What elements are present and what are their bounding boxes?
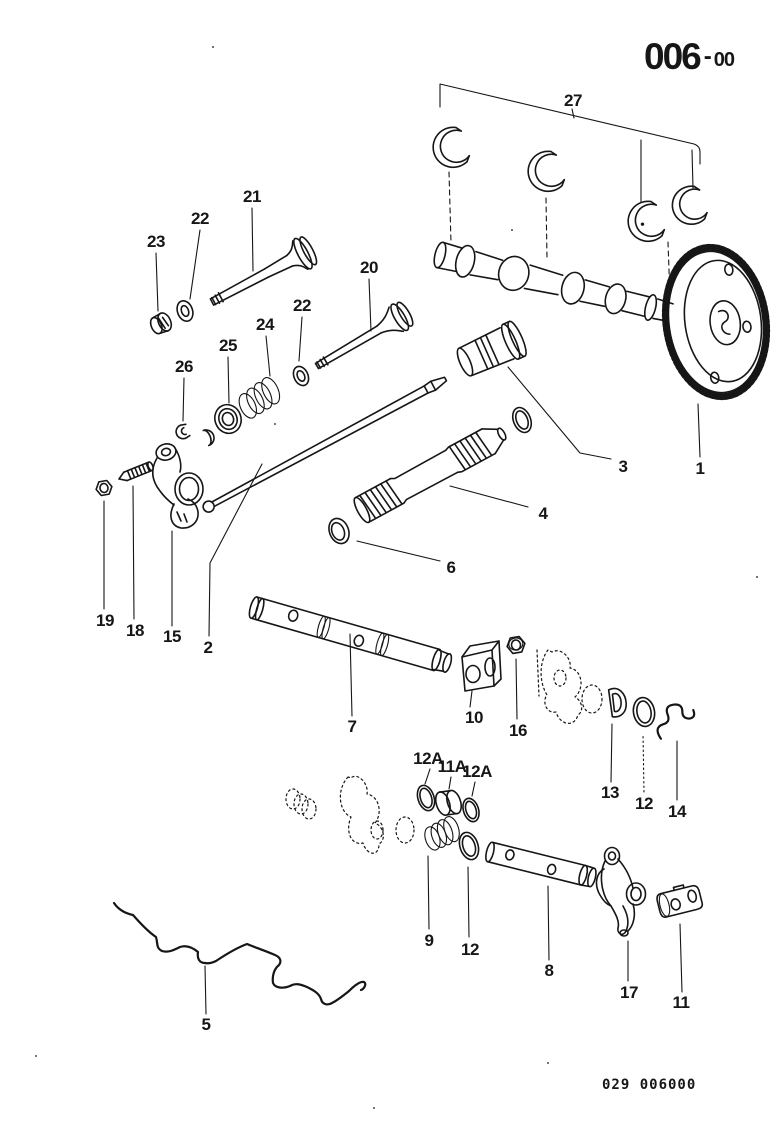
phantom-parts-left xyxy=(285,775,415,854)
part-label-9: 9 xyxy=(425,931,434,950)
gasket-5 xyxy=(112,901,367,1006)
part-label-19: 19 xyxy=(96,611,114,630)
part-label-14: 14 xyxy=(668,802,687,821)
shaft-8 xyxy=(485,841,597,888)
valve-spring-24 xyxy=(238,377,281,419)
part-label-11A: 11A xyxy=(438,757,467,776)
part-label-7: 7 xyxy=(348,717,357,736)
bearing-shell xyxy=(432,126,471,169)
part-label-18: 18 xyxy=(126,621,144,640)
part-label-12A: 12A xyxy=(413,749,443,768)
bearing-shell xyxy=(671,185,708,226)
part-label-22: 22 xyxy=(191,209,209,228)
valve-keeper-half xyxy=(202,429,215,447)
valve-cap-23 xyxy=(149,312,173,335)
part-label-23: 23 xyxy=(147,232,165,251)
part-label-13: 13 xyxy=(601,783,619,802)
rocker-shaft-7 xyxy=(248,596,453,673)
part-label-1: 1 xyxy=(696,459,705,478)
leader-lines xyxy=(103,207,701,1015)
spacer-11a xyxy=(434,789,463,816)
camshaft xyxy=(433,241,674,323)
part-label-4: 4 xyxy=(539,504,549,523)
valve-keeper-26 xyxy=(175,423,191,440)
mounting-block-11 xyxy=(656,884,704,918)
rocker-arm-15 xyxy=(151,443,204,529)
bearing-block-10 xyxy=(461,640,502,692)
part-label-24: 24 xyxy=(256,315,275,334)
rocker-arm-17 xyxy=(595,846,647,937)
part-label-12: 12 xyxy=(635,794,653,813)
group-separator: - xyxy=(703,42,712,70)
snap-ring-12a-first xyxy=(416,784,436,812)
o-ring-12-right xyxy=(632,696,656,728)
fiche-code: 029 006000 xyxy=(602,1077,697,1093)
page-title: 006 - 00 xyxy=(644,38,770,75)
camshaft-gear-1 xyxy=(661,243,771,401)
part-label-25: 25 xyxy=(219,336,237,355)
tappet-4 xyxy=(353,427,507,524)
part-label-2: 2 xyxy=(204,638,213,657)
bearing-shells-27 xyxy=(432,126,708,243)
bearing-shell xyxy=(527,150,566,193)
callout-bracket-27 xyxy=(439,83,701,299)
part-label-3: 3 xyxy=(619,457,628,476)
part-label-6: 6 xyxy=(447,558,456,577)
lock-nut-19 xyxy=(95,479,113,497)
valve-21 xyxy=(209,236,318,306)
part-label-11: 11 xyxy=(673,993,690,1012)
part-label-17: 17 xyxy=(620,983,638,1002)
pushrod-2 xyxy=(202,376,448,513)
cam-follower-3 xyxy=(456,320,527,377)
part-label-12: 12 xyxy=(461,940,479,959)
part-label-10: 10 xyxy=(465,708,483,727)
seal-ring-3 xyxy=(511,406,533,434)
part-label-12A: 12A xyxy=(462,762,492,781)
part-label-27: 27 xyxy=(564,91,582,110)
washer-22-left xyxy=(176,300,194,322)
part-label-15: 15 xyxy=(163,627,181,646)
adjusting-screw-18 xyxy=(118,461,154,482)
group-suffix: 00 xyxy=(713,48,735,71)
ring-6 xyxy=(328,517,350,545)
washer-22-right xyxy=(292,365,310,387)
snap-ring-13 xyxy=(607,687,627,718)
phantom-rocker-right xyxy=(536,649,603,724)
scan-speckles xyxy=(35,46,758,1109)
bearing-shell xyxy=(627,200,666,243)
snap-ring-12a-second xyxy=(462,797,480,823)
part-label-16: 16 xyxy=(509,721,527,740)
o-ring-12-bottom xyxy=(458,831,480,861)
valve-20 xyxy=(314,301,414,370)
nut-16 xyxy=(506,635,526,655)
part-label-20: 20 xyxy=(360,258,378,277)
part-label-26: 26 xyxy=(175,357,193,376)
spring-clip-14 xyxy=(656,703,696,740)
spring-9 xyxy=(424,815,460,851)
group-number: 006 xyxy=(644,36,702,77)
part-label-22: 22 xyxy=(293,296,311,315)
part-label-5: 5 xyxy=(202,1015,211,1034)
part-label-21: 21 xyxy=(243,187,261,206)
part-label-8: 8 xyxy=(545,961,554,980)
spring-retainer-25 xyxy=(214,403,242,435)
